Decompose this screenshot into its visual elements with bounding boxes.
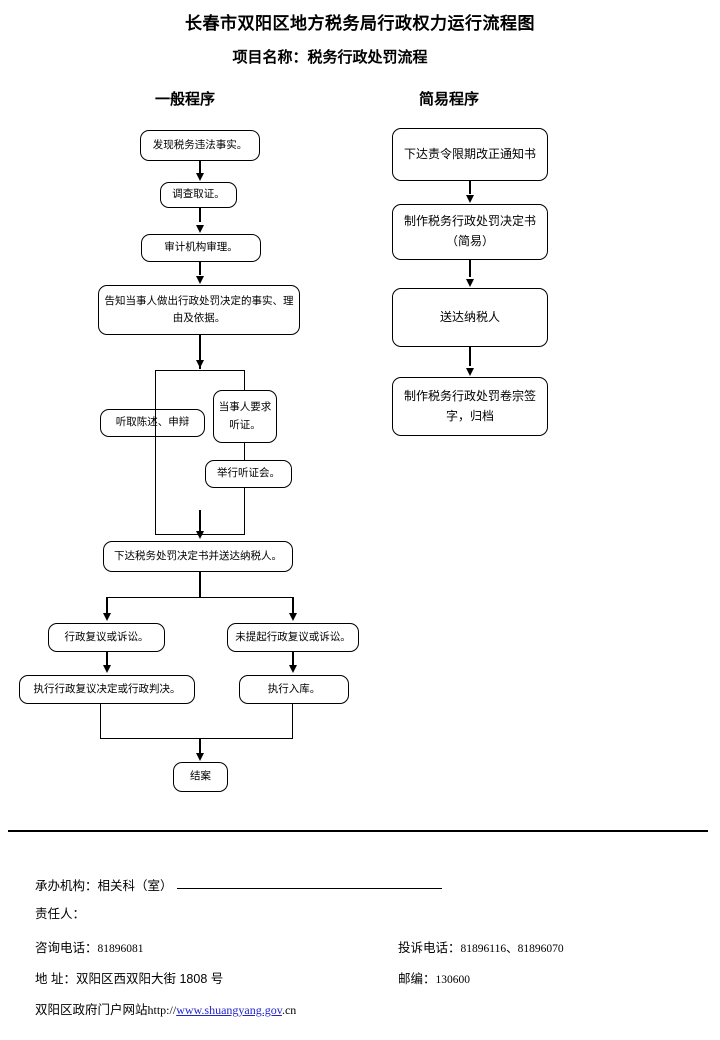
- arrow-inform-to-bus: [195, 360, 204, 368]
- website-url[interactable]: http://www.shuangyang.gov.cn: [148, 1003, 297, 1017]
- arrow-discover-investigate: [195, 173, 204, 181]
- node-audit[interactable]: 审计机构审理。: [141, 234, 261, 262]
- node-close-case[interactable]: 结案: [173, 762, 228, 792]
- node-request-hearing[interactable]: 当事人要求听证。: [213, 390, 277, 443]
- footer-org-underline: [177, 888, 442, 890]
- footer-complaint-phone-label: 投诉电话：: [398, 941, 461, 955]
- footer-address-value: 双阳区西双阳大街 1808 号: [75, 972, 224, 986]
- footer-website-label: 双阳区政府门户网站: [35, 1003, 148, 1017]
- website-url-main[interactable]: www.shuangyang.gov: [176, 1003, 282, 1017]
- node-statement[interactable]: 听取陈述、申辩: [100, 409, 205, 437]
- connector-split-right: [292, 597, 294, 615]
- footer-postcode-row: 邮编：130600: [398, 968, 470, 987]
- footer-complaint-phone-value: 81896116、81896070: [460, 943, 564, 955]
- node-inform[interactable]: 告知当事人做出行政处罚决定的事实、理由及依据。: [98, 285, 300, 335]
- footer-org-label: 承办机构：相关科（室）: [35, 879, 173, 893]
- node-make-file[interactable]: 制作税务行政处罚卷宗签字，归档: [392, 377, 548, 436]
- connector-bus-to-issue-decision: [199, 510, 201, 532]
- node-order-correction[interactable]: 下达责令限期改正通知书: [392, 128, 548, 181]
- footer-person-row: 责任人：: [35, 903, 85, 922]
- split-bus-recon: [106, 597, 293, 599]
- connector-discover-investigate: [199, 161, 201, 174]
- branch-bus-top: [155, 370, 245, 372]
- connector-split-left: [106, 597, 108, 615]
- website-url-prefix: http://: [147, 1003, 177, 1017]
- arrow-split-right: [288, 613, 297, 621]
- merge-bus-close-case: [100, 738, 293, 740]
- node-issue-decision[interactable]: 下达税务处罚决定书并送达纳税人。: [103, 541, 293, 572]
- connector-request-to-hold-hearing: [244, 443, 246, 460]
- connector-investigate-audit: [199, 208, 201, 222]
- connector-inform-to-bus: [199, 335, 201, 369]
- column-heading-general: 一般程序: [155, 92, 216, 108]
- arrow-order-to-penalty: [465, 195, 474, 203]
- arrow-norecon-treasury: [288, 665, 297, 673]
- arrow-penalty-to-serve: [465, 279, 474, 287]
- branch-left-rail: [155, 370, 157, 535]
- footer-address-label: 地 址：: [35, 972, 76, 986]
- node-reconsideration[interactable]: 行政复议或诉讼。: [48, 623, 165, 652]
- arrow-audit-inform: [195, 276, 204, 284]
- connector-audit-inform: [199, 262, 201, 275]
- merge-rail-right: [292, 704, 294, 739]
- node-investigate[interactable]: 调查取证。: [160, 182, 237, 208]
- page-title: 长春市双阳区地方税务局行政权力运行流程图: [185, 14, 535, 33]
- connector-recon-execute: [106, 652, 108, 666]
- footer-org-row: 承办机构：相关科（室）: [35, 875, 173, 894]
- footer-postcode-value: 130600: [435, 974, 471, 986]
- connector-norecon-treasury: [292, 652, 294, 666]
- footer-person-label: 责任人：: [35, 907, 86, 921]
- arrow-bus-to-issue-decision: [195, 531, 204, 539]
- footer-consult-phone-row: 咨询电话：81896081: [35, 937, 144, 956]
- footer-complaint-phone-row: 投诉电话：81896116、81896070: [398, 937, 564, 956]
- footer-postcode-label: 邮编：: [398, 972, 436, 986]
- node-serve-taxpayer[interactable]: 送达纳税人: [392, 288, 548, 347]
- connector-serve-to-file: [469, 347, 471, 366]
- footer-website-row: 双阳区政府门户网站http://www.shuangyang.gov.cn: [35, 999, 296, 1018]
- arrow-merge-close-case: [195, 753, 204, 761]
- branch-right-rail-lower: [244, 488, 246, 535]
- project-name: 项目名称：税务行政处罚流程: [232, 50, 428, 66]
- website-url-suffix: .cn: [281, 1003, 297, 1017]
- merge-rail-left: [100, 704, 102, 739]
- connector-issue-decision-down: [199, 572, 201, 598]
- footer-consult-phone-value: 81896081: [97, 943, 144, 955]
- footer-consult-phone-label: 咨询电话：: [35, 941, 98, 955]
- connector-penalty-to-serve: [469, 260, 471, 277]
- arrow-split-left: [102, 613, 111, 621]
- node-execute-decision[interactable]: 执行行政复议决定或行政判决。: [19, 675, 195, 704]
- footer-divider: [8, 830, 708, 832]
- connector-order-to-penalty: [469, 181, 471, 194]
- node-make-penalty-decision[interactable]: 制作税务行政处罚决定书（简易）: [392, 204, 548, 260]
- node-discover[interactable]: 发现税务违法事实。: [140, 130, 260, 161]
- arrow-serve-to-file: [465, 368, 474, 376]
- node-execute-treasury[interactable]: 执行入库。: [239, 675, 349, 704]
- node-no-reconsideration[interactable]: 未提起行政复议或诉讼。: [227, 623, 359, 652]
- column-heading-simple: 简易程序: [419, 92, 480, 108]
- footer-address-row: 地 址：双阳区西双阳大街 1808 号: [35, 968, 223, 987]
- connector-merge-close-case: [199, 738, 201, 755]
- arrow-investigate-audit: [195, 225, 204, 233]
- node-hold-hearing[interactable]: 举行听证会。: [205, 460, 292, 488]
- arrow-recon-execute: [102, 665, 111, 673]
- branch-right-rail: [244, 370, 246, 390]
